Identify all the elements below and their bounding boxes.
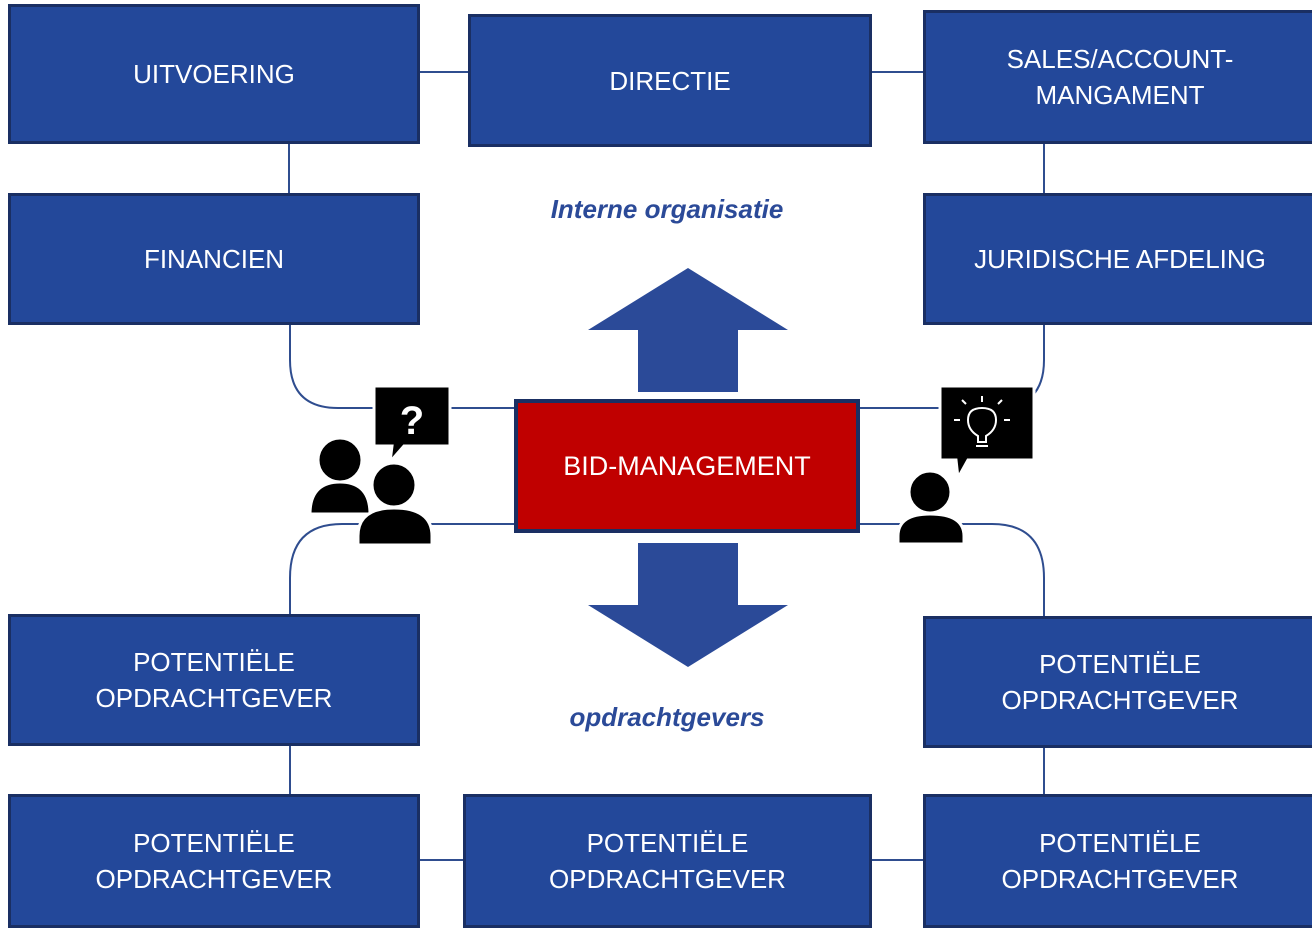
box-opdrachtgever-bottom-center: POTENTIËLE OPDRACHTGEVER: [463, 794, 872, 928]
arrow-up-icon: [588, 268, 788, 392]
opdrachtgever-label-line2: OPDRACHTGEVER: [95, 864, 333, 894]
opdrachtgever-label-line1: POTENTIËLE: [133, 647, 295, 677]
bid-management-box: BID-MANAGEMENT: [514, 399, 860, 533]
box-uitvoering: UITVOERING: [8, 4, 420, 144]
person-lightbulb-icon: [896, 384, 1036, 546]
label-opdrachtgevers: opdrachtgevers: [569, 702, 765, 732]
opdrachtgever-label-line1: POTENTIËLE: [586, 828, 749, 858]
box-juridisch-label: JURIDISCHE AFDELING: [974, 244, 1266, 274]
box-financien-label: FINANCIEN: [143, 244, 285, 274]
opdrachtgever-label-line2: OPDRACHTGEVER: [1001, 685, 1239, 715]
box-uitvoering-label: UITVOERING: [133, 59, 295, 89]
arrow-down-icon: [588, 543, 788, 667]
box-financien: FINANCIEN: [8, 193, 420, 325]
box-sales-label-line1: SALES/ACCOUNT-: [1006, 44, 1234, 74]
box-opdrachtgever-mid-right: POTENTIËLE OPDRACHTGEVER: [923, 616, 1312, 748]
opdrachtgever-label-line1: POTENTIËLE: [1039, 649, 1201, 679]
box-opdrachtgever-mid-left: POTENTIËLE OPDRACHTGEVER: [8, 614, 420, 746]
opdrachtgever-label-line1: POTENTIËLE: [1039, 828, 1201, 858]
box-sales-label-line2: MANGAMENT: [1035, 80, 1205, 110]
opdrachtgever-label-line2: OPDRACHTGEVER: [1001, 864, 1239, 894]
opdrachtgever-label-line2: OPDRACHTGEVER: [95, 683, 333, 713]
bid-management-label: BID-MANAGEMENT: [563, 451, 811, 481]
box-directie-label: DIRECTIE: [609, 65, 731, 96]
label-interne-organisatie: Interne organisatie: [550, 194, 784, 224]
box-juridische-afdeling: JURIDISCHE AFDELING: [923, 193, 1312, 325]
svg-text:?: ?: [400, 399, 424, 443]
box-directie: DIRECTIE: [468, 14, 872, 147]
people-question-icon: ?: [308, 384, 452, 547]
opdrachtgever-label-line2: OPDRACHTGEVER: [549, 864, 786, 894]
opdrachtgever-label-line1: POTENTIËLE: [133, 828, 295, 858]
box-sales-accountmanagement: SALES/ACCOUNT- MANGAMENT: [923, 10, 1312, 144]
box-opdrachtgever-bottom-left: POTENTIËLE OPDRACHTGEVER: [8, 794, 420, 928]
box-opdrachtgever-bottom-right: POTENTIËLE OPDRACHTGEVER: [923, 794, 1312, 928]
